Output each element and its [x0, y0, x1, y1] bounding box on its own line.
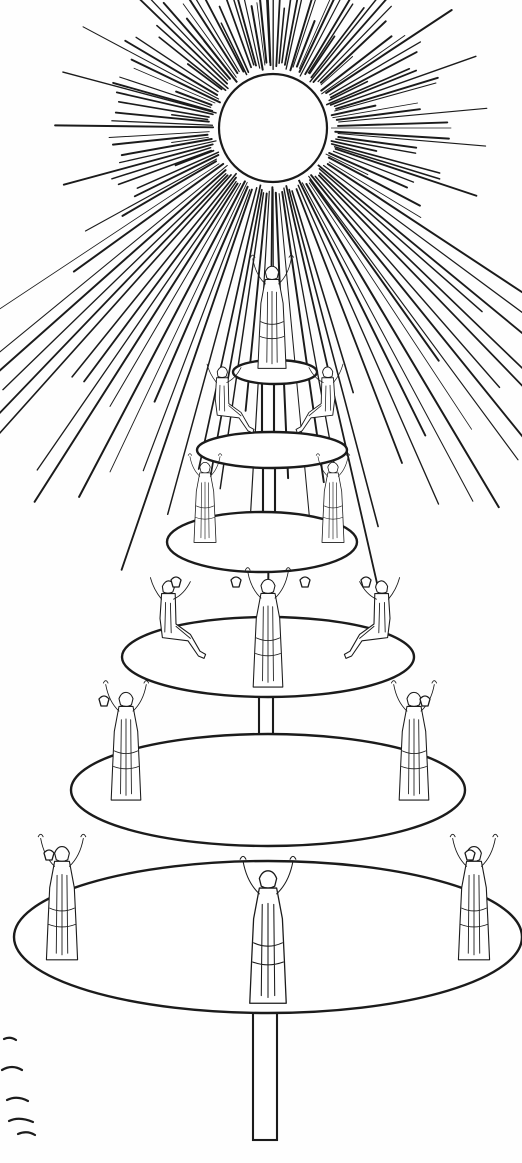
- sun-ray: [0, 175, 231, 455]
- margin-mark: [7, 1098, 28, 1101]
- figure-head: [323, 367, 333, 378]
- figure-head: [200, 462, 210, 472]
- sun-ray: [315, 176, 499, 387]
- sun-ray: [326, 10, 452, 93]
- margin-mark: [2, 1067, 22, 1070]
- margin-mark: [18, 1132, 35, 1135]
- tier-disk-2: [197, 432, 347, 468]
- held-vessel: [420, 696, 430, 706]
- figure-head: [407, 692, 421, 706]
- figure-hands: [391, 681, 436, 683]
- sun-ray: [285, 0, 307, 65]
- sun-disc: [215, 70, 331, 186]
- held-vessel: [465, 850, 475, 860]
- sun-ray: [72, 174, 236, 377]
- sun-ray: [297, 189, 403, 463]
- held-vessel: [99, 696, 109, 706]
- held-vessel: [231, 577, 241, 587]
- figure-head: [376, 581, 388, 593]
- figure-head: [328, 462, 338, 472]
- held-vessel: [361, 577, 371, 587]
- sun-disc-outline: [219, 74, 327, 182]
- sun-ray: [310, 0, 379, 82]
- figure-hands: [240, 856, 296, 859]
- figure-head: [259, 871, 276, 888]
- figure-head: [119, 692, 133, 706]
- sun-ray: [329, 153, 407, 188]
- sun-ray: [55, 125, 213, 127]
- trunk-segment: [253, 1000, 277, 1140]
- sun-ray: [338, 122, 447, 126]
- sun-ray: [84, 178, 236, 382]
- margin-mark: [9, 1119, 33, 1122]
- sun-ray: [328, 164, 522, 362]
- figure-hands: [450, 834, 498, 836]
- figure-head: [265, 266, 278, 279]
- sun-ray: [37, 182, 236, 470]
- top-standing-figure: [251, 255, 294, 368]
- margin-marks: [2, 1038, 35, 1135]
- margin-mark: [4, 1038, 16, 1040]
- figure-head: [55, 847, 70, 862]
- sun-ray: [136, 37, 218, 91]
- sun-ray: [321, 36, 391, 90]
- sun-ray: [293, 0, 317, 67]
- held-vessel: [171, 577, 181, 587]
- sun-ray: [0, 164, 219, 352]
- figure-head: [217, 367, 227, 378]
- figure-hands: [38, 834, 86, 836]
- figure-head: [261, 579, 275, 593]
- figure-hands: [103, 681, 148, 683]
- sun-ray: [119, 151, 212, 185]
- sun-ray: [63, 72, 216, 113]
- held-vessel: [44, 850, 54, 860]
- held-vessel: [300, 577, 310, 587]
- sun-ray: [309, 176, 518, 460]
